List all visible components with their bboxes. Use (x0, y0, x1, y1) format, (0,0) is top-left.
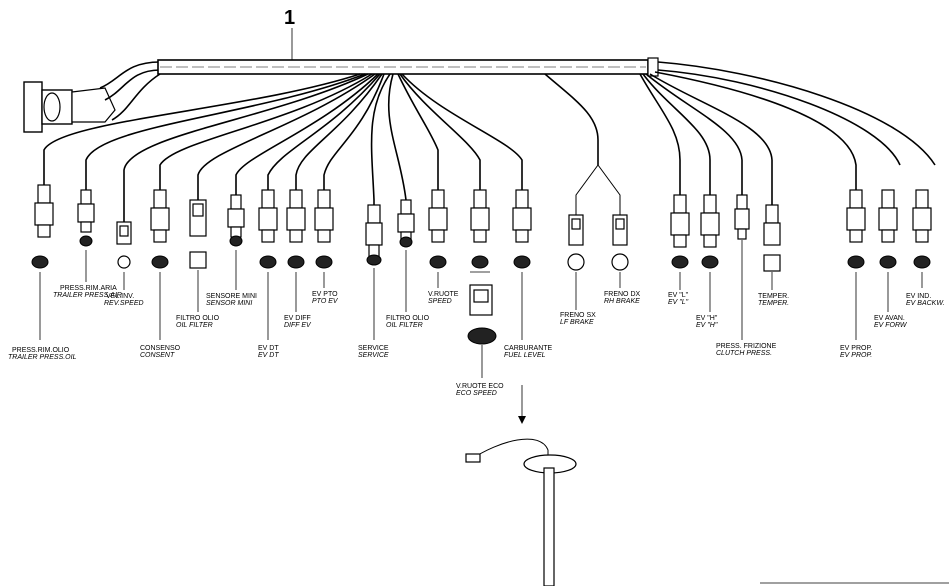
label-oil-filter-1: OIL FILTER (176, 322, 213, 329)
label-temper-en: TEMPER. (758, 300, 789, 307)
label-press-rim-aria: PRESS.RIM.ARIA (60, 285, 117, 292)
label-consenso: CONSENSO (140, 345, 181, 352)
label-fuel-level: FUEL LEVEL (504, 352, 546, 359)
label-carburante: CARBURANTE (504, 345, 553, 352)
label-ev-prop: EV PROP. (840, 345, 872, 352)
label-ev-ind: EV IND. (906, 293, 931, 300)
fuel-level-sender (465, 385, 577, 586)
label-ev-h: EV "H" (696, 315, 718, 322)
label-ev-forw: EV FORW (874, 322, 908, 329)
label-sensore-mini: SENSORE MINI (206, 293, 257, 300)
label-ev-diff: EV DIFF (284, 315, 311, 322)
component-labels: PRESS.RIM.OLIO TRAILER PRESS.OIL PRESS.R… (8, 285, 945, 397)
label-consent: CONSENT (140, 352, 175, 359)
label-trailer-press-oil: TRAILER PRESS.OIL (8, 354, 77, 361)
main-trunk (157, 57, 936, 166)
label-sensor-mini: SENSOR MINI (206, 300, 252, 307)
label-leaders (39, 240, 923, 378)
label-ev-avan: EV AVAN. (874, 315, 905, 322)
label-ev-backw: EV BACKW. (906, 300, 945, 307)
label-clutch-press: CLUTCH PRESS. (716, 350, 772, 357)
label-ev-prop-en: EV PROP. (840, 352, 872, 359)
label-service-en: SERVICE (358, 352, 389, 359)
label-speed: SPEED (428, 298, 452, 305)
eco-speed-connector-detail (467, 271, 497, 345)
bulkhead-grommet (23, 61, 161, 133)
label-trailer-press-air: TRAILER PRESS.AIR (53, 292, 122, 299)
label-press-frizione: PRESS. FRIZIONE (716, 343, 777, 350)
label-filtro-olio-1: FILTRO OLIO (176, 315, 220, 322)
label-v-ruote: V.RUOTE (428, 291, 459, 298)
label-filtro-olio-2: FILTRO OLIO (386, 315, 430, 322)
label-ev-h-en: EV "H" (696, 322, 718, 329)
label-press-rim-olio: PRESS.RIM.OLIO (12, 347, 70, 354)
part-number-callout: 1 (284, 7, 295, 29)
label-eco-speed: ECO SPEED (456, 390, 497, 397)
harness-branches (43, 71, 857, 222)
label-diff-ev: DIFF EV (284, 322, 312, 329)
label-freno-sx: FRENO SX (560, 312, 596, 319)
label-vel-inv: VEL.INV. (106, 293, 134, 300)
connector-faces (31, 235, 931, 272)
connector-group (34, 184, 932, 258)
label-lf-brake: LF BRAKE (560, 319, 594, 326)
label-service: SERVICE (358, 345, 389, 352)
label-ev-l-en: EV "L" (668, 299, 689, 306)
label-ev-dt-en: EV DT (258, 352, 279, 359)
label-oil-filter-2: OIL FILTER (386, 322, 423, 329)
label-pto-ev: PTO EV (312, 298, 339, 305)
label-ev-pto: EV PTO (312, 291, 338, 298)
label-v-ruote-eco: V.RUOTE ECO (456, 383, 504, 390)
label-ev-l: EV "L" (668, 292, 689, 299)
label-ev-dt: EV DT (258, 345, 279, 352)
label-freno-dx: FRENO DX (604, 291, 641, 298)
label-rev-speed: REV.SPEED (104, 300, 144, 307)
label-temper: TEMPER. (758, 293, 789, 300)
label-rh-brake: RH BRAKE (604, 298, 640, 305)
